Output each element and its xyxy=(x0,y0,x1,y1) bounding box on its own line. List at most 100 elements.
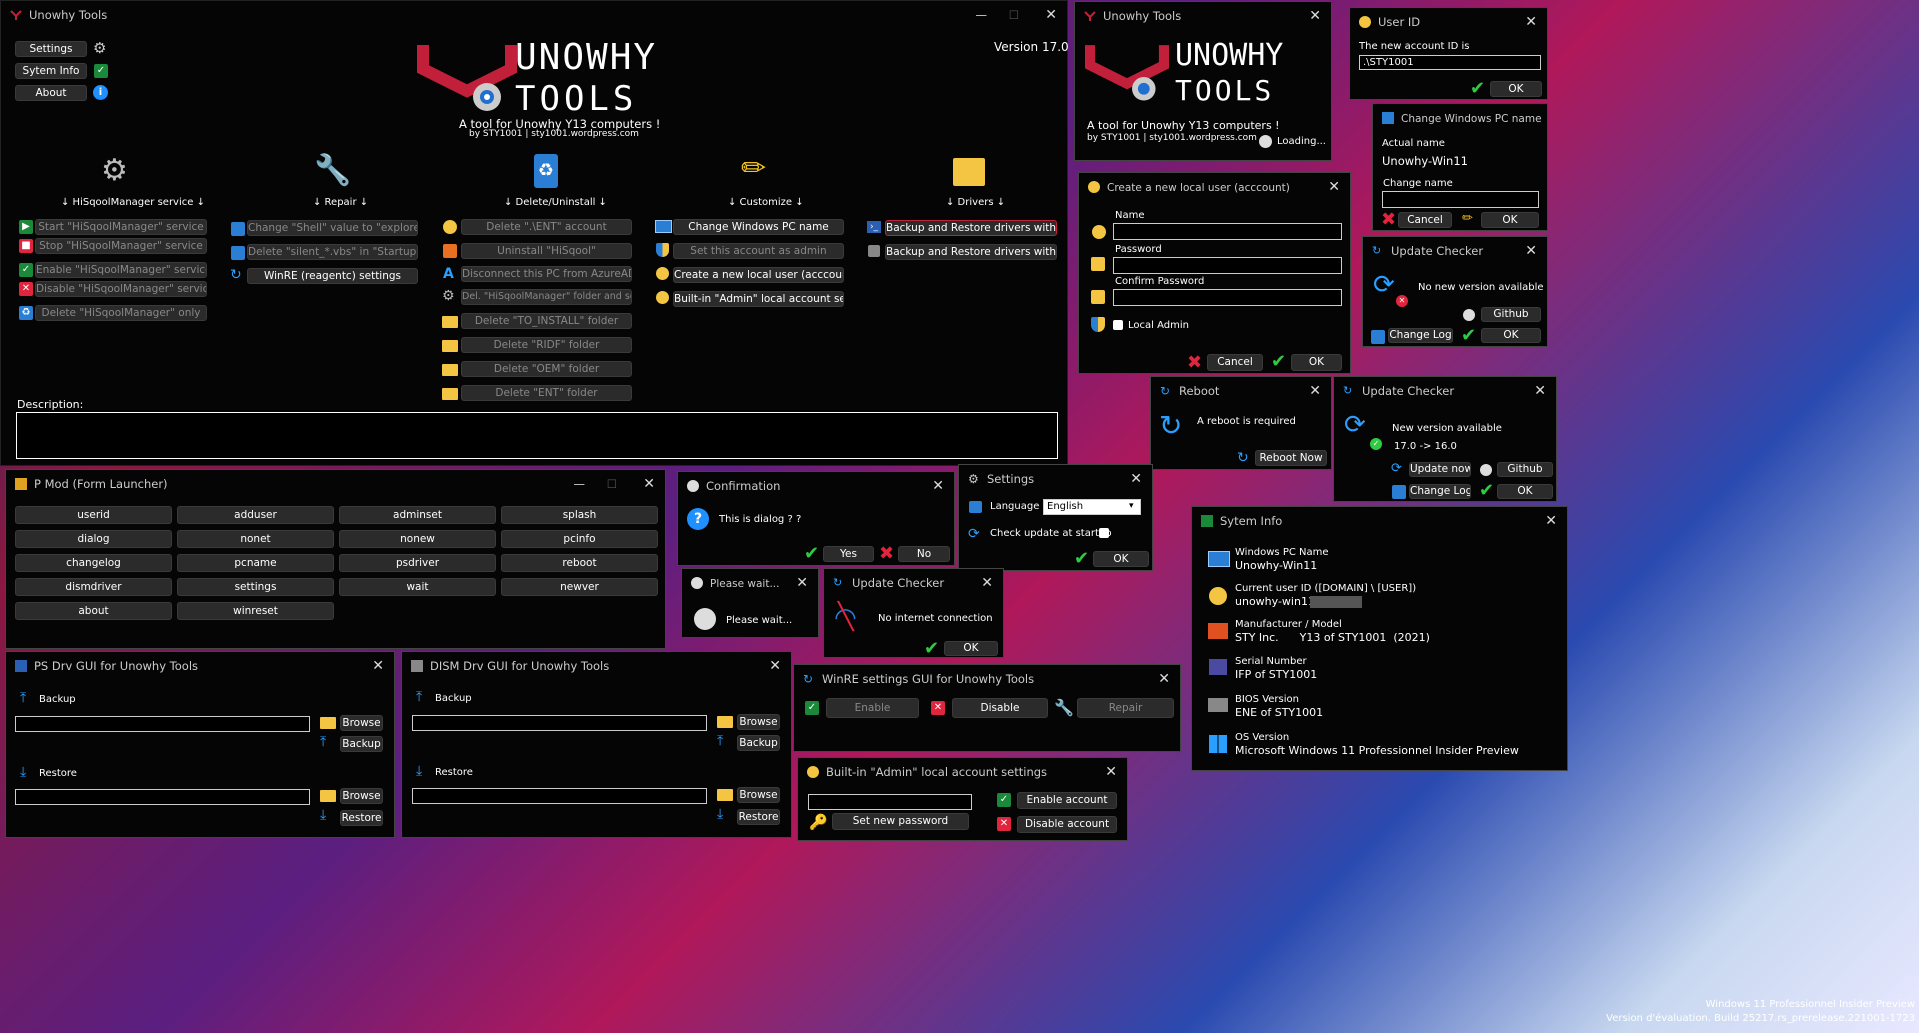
close-button[interactable]: ✕ xyxy=(643,476,655,492)
new-name-input[interactable] xyxy=(1382,191,1539,208)
newuser-cancel-button[interactable]: Cancel xyxy=(1207,354,1263,371)
pmod-button-wait[interactable]: wait xyxy=(339,578,496,596)
about-button[interactable]: About xyxy=(15,85,87,101)
settings-button[interactable]: Settings xyxy=(15,41,87,57)
backup-browse-button[interactable]: Browse xyxy=(340,715,383,731)
reboot-now-button[interactable]: Reboot Now xyxy=(1255,450,1327,466)
close-button[interactable]: ✕ xyxy=(1045,7,1057,23)
start-service-button[interactable]: Start "HiSqoolManager" service xyxy=(35,219,207,235)
close-button[interactable]: ✕ xyxy=(372,658,384,674)
set-admin-button[interactable]: Set this account as admin xyxy=(673,243,844,259)
delete-ent-account-button[interactable]: Delete ".\ENT" account xyxy=(461,219,632,235)
backup-button[interactable]: Backup xyxy=(737,735,780,751)
close-button[interactable]: ✕ xyxy=(932,478,944,494)
pmod-button-about[interactable]: about xyxy=(15,602,172,620)
disable-account-button[interactable]: Disable account xyxy=(1017,816,1117,833)
pmod-button-nonew[interactable]: nonew xyxy=(339,530,496,548)
delete-oem-button[interactable]: Delete "OEM" folder xyxy=(461,361,632,377)
name-input[interactable] xyxy=(1113,223,1342,240)
restore-path-input[interactable] xyxy=(15,789,310,805)
close-button[interactable]: ✕ xyxy=(1105,764,1117,780)
pmod-button-reboot[interactable]: reboot xyxy=(501,554,658,572)
userid-ok-button[interactable]: OK xyxy=(1490,81,1542,97)
pmod-button-pcname[interactable]: pcname xyxy=(177,554,334,572)
nonet-ok-button[interactable]: OK xyxy=(944,641,998,656)
close-button[interactable]: ✕ xyxy=(1545,513,1557,529)
pmod-button-psdriver[interactable]: psdriver xyxy=(339,554,496,572)
delete-hisqoolmanager-button[interactable]: Delete "HiSqoolManager" only xyxy=(35,305,207,321)
close-button[interactable]: ✕ xyxy=(796,575,808,591)
uninstall-hisqool-button[interactable]: Uninstall "HiSqool" xyxy=(461,243,632,259)
github-button[interactable]: Github xyxy=(1481,307,1541,322)
restore-browse-button[interactable]: Browse xyxy=(340,788,383,804)
delete-hisqoolmanager-folder-button[interactable]: Del. "HiSqoolManager" folder and service xyxy=(461,289,632,305)
backup-path-input[interactable] xyxy=(15,716,310,732)
close-button[interactable]: ✕ xyxy=(1130,471,1142,487)
pmod-button-settings[interactable]: settings xyxy=(177,578,334,596)
newuser-ok-button[interactable]: OK xyxy=(1291,354,1342,371)
backup-restore-dism-button[interactable]: Backup and Restore drivers with DISM xyxy=(885,244,1057,260)
pmod-button-newver[interactable]: newver xyxy=(501,578,658,596)
close-button[interactable]: ✕ xyxy=(1525,14,1537,30)
pmod-button-adduser[interactable]: adduser xyxy=(177,506,334,524)
delete-to-install-button[interactable]: Delete "TO_INSTALL" folder xyxy=(461,313,632,329)
system-info-button[interactable]: Sytem Info xyxy=(15,63,87,79)
confirm-password-input[interactable] xyxy=(1113,289,1342,306)
change-shell-button[interactable]: Change "Shell" value to "explorer.exe" xyxy=(247,220,418,236)
close-button[interactable]: ✕ xyxy=(1309,8,1321,24)
pmod-button-splash[interactable]: splash xyxy=(501,506,658,524)
pmod-button-adminset[interactable]: adminset xyxy=(339,506,496,524)
backup-browse-button[interactable]: Browse xyxy=(737,714,780,730)
password-input[interactable] xyxy=(1113,257,1342,274)
close-button[interactable]: ✕ xyxy=(981,575,993,591)
disconnect-azuread-button[interactable]: Disconnect this PC from AzureAD xyxy=(461,266,632,282)
enable-account-button[interactable]: Enable account xyxy=(1017,792,1117,809)
update-now-button[interactable]: Update now xyxy=(1409,462,1471,477)
pcname-ok-button[interactable]: OK xyxy=(1481,212,1539,228)
set-password-button[interactable]: Set new password xyxy=(832,813,969,830)
check-update-checkbox[interactable] xyxy=(1099,528,1109,538)
close-button[interactable]: ✕ xyxy=(769,658,781,674)
local-admin-checkbox[interactable] xyxy=(1113,320,1123,330)
close-button[interactable]: ✕ xyxy=(1525,243,1537,259)
pmod-button-winreset[interactable]: winreset xyxy=(177,602,334,620)
minimize-button[interactable]: — xyxy=(975,8,988,22)
pmod-button-dismdriver[interactable]: dismdriver xyxy=(15,578,172,596)
winre-settings-button[interactable]: WinRE (reagentc) settings xyxy=(247,268,418,284)
upd-none-ok-button[interactable]: OK xyxy=(1481,328,1541,343)
disable-service-button[interactable]: Disable "HiSqoolManager" service xyxy=(35,281,207,297)
restore-button[interactable]: Restore xyxy=(737,809,780,825)
close-button[interactable]: ✕ xyxy=(1328,179,1340,195)
winre-repair-button[interactable]: Repair xyxy=(1077,698,1174,718)
minimize-button[interactable]: — xyxy=(573,477,586,491)
github-button[interactable]: Github xyxy=(1497,462,1553,477)
restore-button[interactable]: Restore xyxy=(340,810,383,826)
enable-service-button[interactable]: Enable "HiSqoolManager" service xyxy=(35,262,207,278)
create-local-user-button[interactable]: Create a new local user (acccount) xyxy=(673,267,844,283)
changelog-button[interactable]: Change Log xyxy=(1388,328,1453,343)
delete-ridf-button[interactable]: Delete "RIDF" folder xyxy=(461,337,632,353)
maximize-button[interactable]: ☐ xyxy=(1008,8,1019,22)
close-button[interactable]: ✕ xyxy=(1534,383,1546,399)
maximize-button[interactable]: ☐ xyxy=(606,477,617,491)
restore-browse-button[interactable]: Browse xyxy=(737,787,780,803)
pmod-button-changelog[interactable]: changelog xyxy=(15,554,172,572)
builtin-admin-settings-button[interactable]: Built-in "Admin" local account settings xyxy=(673,291,844,307)
delete-ent-folder-button[interactable]: Delete "ENT" folder xyxy=(461,385,632,401)
pmod-button-dialog[interactable]: dialog xyxy=(15,530,172,548)
close-button[interactable]: ✕ xyxy=(1158,671,1170,687)
backup-restore-ps-button[interactable]: Backup and Restore drivers with PS xyxy=(885,220,1057,236)
upd-new-ok-button[interactable]: OK xyxy=(1497,484,1553,499)
delete-silent-vbs-button[interactable]: Delete "silent_*.vbs" in "Startup" folde… xyxy=(247,244,418,260)
winre-disable-button[interactable]: Disable xyxy=(952,698,1048,718)
winre-enable-button[interactable]: Enable xyxy=(826,698,919,718)
restore-path-input[interactable] xyxy=(412,788,707,804)
yes-button[interactable]: Yes xyxy=(823,546,874,562)
changelog-button[interactable]: Change Log xyxy=(1409,484,1471,499)
change-pc-name-button[interactable]: Change Windows PC name xyxy=(673,219,844,235)
stop-service-button[interactable]: Stop "HiSqoolManager" service xyxy=(35,238,207,254)
no-button[interactable]: No xyxy=(898,546,950,562)
language-select[interactable]: English xyxy=(1043,499,1141,515)
pmod-button-nonet[interactable]: nonet xyxy=(177,530,334,548)
pmod-button-pcinfo[interactable]: pcinfo xyxy=(501,530,658,548)
